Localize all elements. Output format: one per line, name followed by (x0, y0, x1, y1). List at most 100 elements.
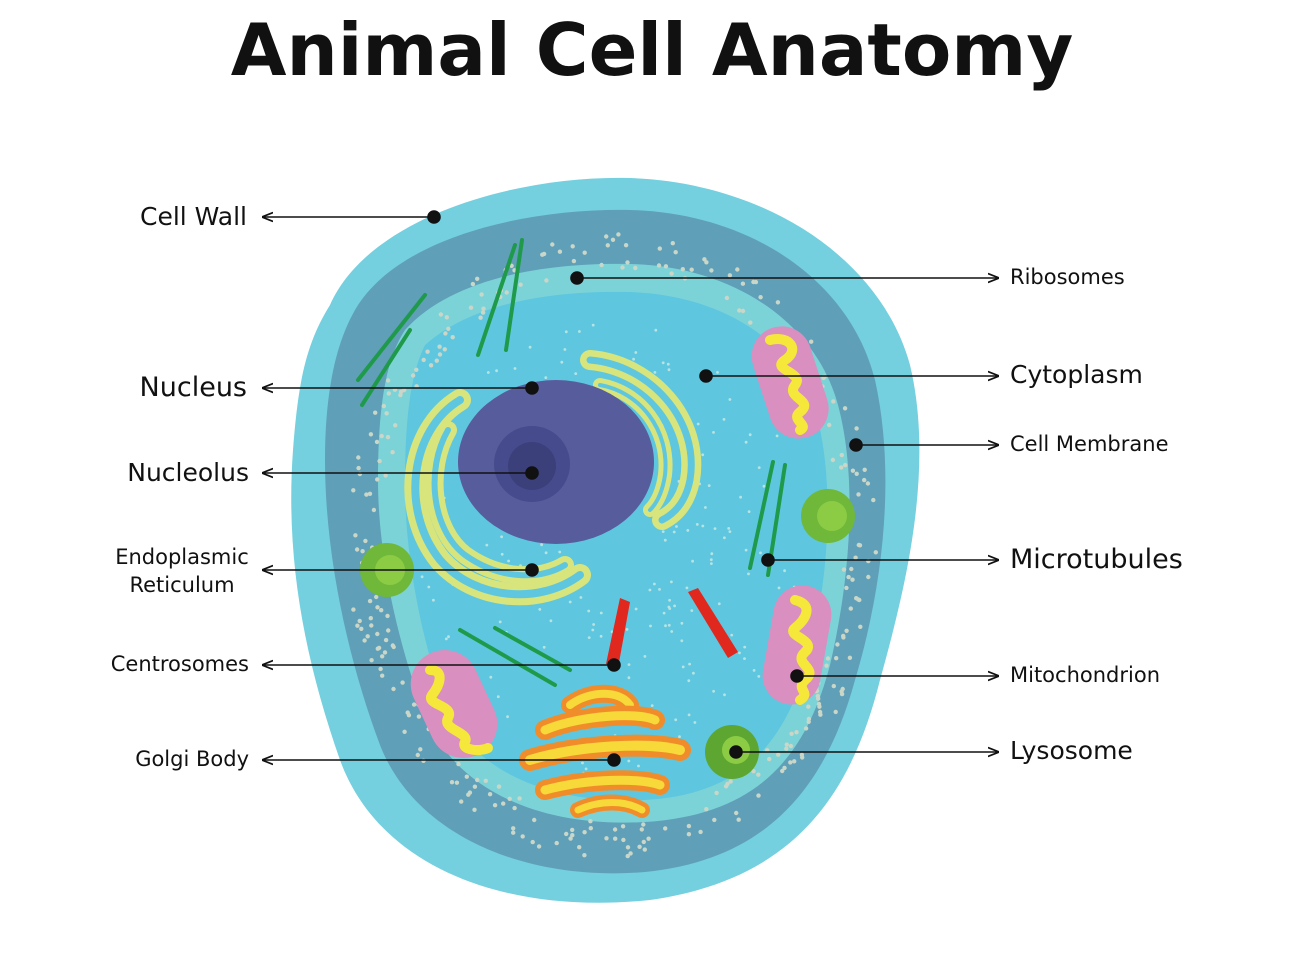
ribosome-dot (604, 836, 609, 841)
ribosome-dot (839, 452, 844, 458)
ribosome-dot (605, 243, 610, 248)
ribosome-dot (854, 471, 859, 476)
ribosome-dot (364, 492, 369, 497)
ribosome-dot (667, 368, 671, 372)
ribosome-dot (437, 352, 443, 357)
ribosome-dot (628, 851, 633, 856)
ribosome-dot (500, 552, 504, 556)
ribosome-dot (437, 344, 442, 349)
ribosome-dot (563, 348, 567, 351)
ribosome-dot (674, 718, 678, 722)
ribosome-dot (587, 636, 591, 639)
ribosome-dot (784, 742, 789, 747)
ribosome-dot (570, 833, 575, 838)
ribosome-dot (570, 827, 575, 833)
ribosome-dot (743, 657, 746, 660)
ribosome-dot (500, 535, 503, 539)
ribosome-dot (691, 559, 694, 563)
ribosome-dot (506, 715, 509, 719)
ribosome-dot (351, 607, 356, 612)
ribosome-dot (434, 358, 439, 363)
ribosome-dot (841, 567, 847, 572)
ribosome-dot (663, 264, 669, 269)
ribosome-dot (427, 585, 431, 589)
ribosome-dot (564, 831, 569, 837)
ribosome-dot (637, 844, 642, 849)
ribosome-dot (414, 367, 419, 372)
ribosome-dot (751, 279, 756, 285)
ribosome-dot (475, 777, 480, 783)
ribosome-dot (866, 574, 871, 580)
ribosome-dot (841, 633, 846, 639)
ribosome-dot (686, 529, 690, 532)
ribosome-dot (853, 555, 858, 560)
ribosome-dot (716, 371, 719, 374)
ribosome-dot (747, 572, 750, 576)
ribosome-dot (844, 585, 849, 591)
ribosome-dot (558, 550, 562, 554)
ribosome-dot (709, 558, 713, 562)
ribosome-dot (780, 768, 785, 774)
ribosome-dot (701, 453, 705, 457)
ribosome-dot (582, 853, 587, 858)
ribosome-dot (738, 651, 741, 655)
ribosome-dot (827, 422, 832, 428)
ribosome-dot (846, 574, 851, 580)
ribosome-dot (856, 492, 861, 497)
golgi-body-shape (519, 684, 691, 818)
ribosome-dot (704, 506, 707, 509)
ribosome-dot (610, 237, 616, 242)
ribosome-dot (803, 726, 809, 731)
ribosome-dot (386, 391, 391, 396)
ribosome-dot (641, 839, 646, 845)
ribosome-dot (730, 633, 734, 637)
ribosome-dot (758, 295, 763, 300)
ribosome-dot (420, 575, 424, 579)
ribosome-dot (509, 263, 514, 268)
ribosome-dot (707, 484, 711, 487)
ribosome-dot (520, 834, 525, 839)
ribosome-dot (481, 306, 486, 311)
ribosome-dot (472, 807, 477, 812)
ribosome-dot (672, 530, 676, 534)
ribosome-dot (688, 662, 691, 666)
ribosome-dot (850, 577, 855, 582)
ribosome-dot (670, 241, 675, 246)
ribosome-dot (727, 273, 733, 278)
ribosome-dot (368, 432, 374, 437)
ribosome-dot (639, 827, 644, 832)
ribosome-dot (564, 330, 568, 334)
ribosome-dot (809, 339, 814, 344)
ribosome-dot (648, 588, 652, 592)
ribosome-dot (663, 538, 667, 542)
ribosome-dot (383, 637, 389, 643)
ribosome-dot (728, 398, 732, 401)
ribosome-dot (784, 746, 789, 751)
ribosome-dot (383, 473, 388, 478)
ribosome-dot (468, 305, 474, 310)
label-lysosome: Lysosome (1010, 736, 1133, 765)
ribosome-dot (664, 624, 667, 628)
ribosome-dot (743, 645, 747, 649)
page-title: Animal Cell Anatomy (231, 8, 1074, 92)
ribosome-dot (687, 679, 691, 683)
label-cell-wall: Cell Wall (140, 202, 247, 231)
ribosome-dot (717, 602, 721, 606)
ribosome-dot (501, 801, 506, 806)
ribosome-dot (587, 609, 591, 613)
ribosome-dot (670, 580, 673, 584)
label-centrosomes: Centrosomes (111, 652, 249, 676)
ribosome-dot (544, 278, 549, 283)
ribosome-dot (646, 836, 651, 841)
ribosome-dot (385, 378, 391, 383)
ribosome-dot (354, 547, 360, 552)
centrosomes-shape (606, 588, 738, 668)
ribosome-dot (418, 747, 423, 752)
ribosome-dot (402, 729, 407, 734)
ribosome-dot (701, 524, 705, 528)
ribosome-dot (360, 549, 365, 554)
ribosome-dot (557, 249, 563, 254)
ribosome-dot (709, 268, 714, 273)
ribosome-dot (446, 326, 451, 331)
ribosome-dot (737, 308, 742, 313)
